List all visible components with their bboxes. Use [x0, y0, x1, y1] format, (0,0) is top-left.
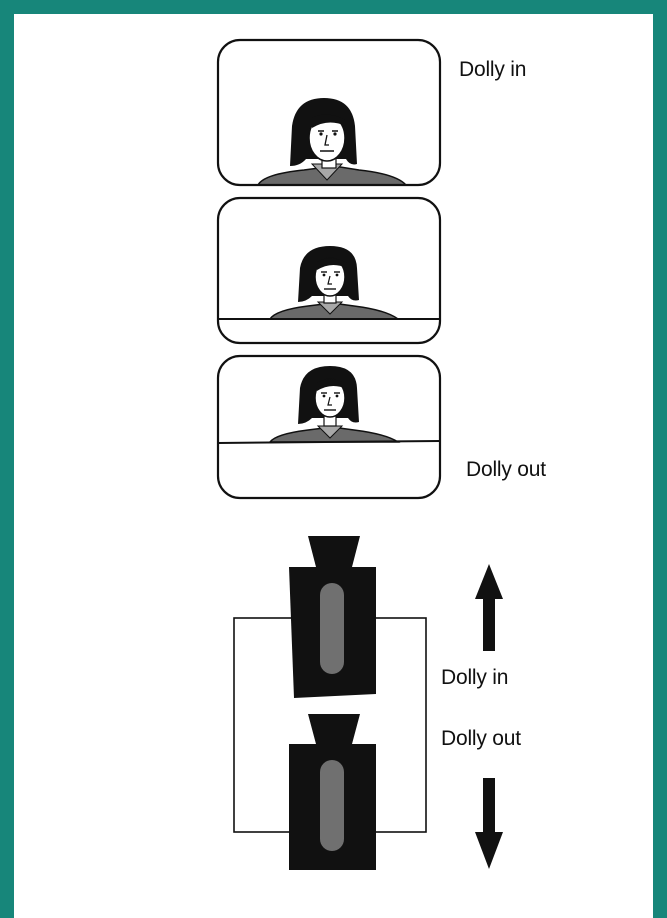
arrow-up-icon	[475, 564, 503, 651]
frame-label-dolly-in: Dolly in	[459, 58, 526, 82]
camera-icon	[289, 536, 376, 698]
shot-frame-medium	[218, 198, 440, 343]
dolly-out-label: Dolly out	[441, 727, 521, 751]
dolly-in-label: Dolly in	[441, 666, 508, 690]
camera-icon	[289, 714, 376, 870]
dolly-diagram	[14, 14, 653, 918]
diagram-panel: Dolly in Dolly out Dolly in Dolly out	[14, 14, 653, 918]
arrow-down-icon	[475, 778, 503, 869]
shot-frame-dolly-in	[218, 40, 440, 185]
shot-frame-dolly-out	[218, 356, 440, 498]
frame-label-dolly-out: Dolly out	[466, 458, 546, 482]
